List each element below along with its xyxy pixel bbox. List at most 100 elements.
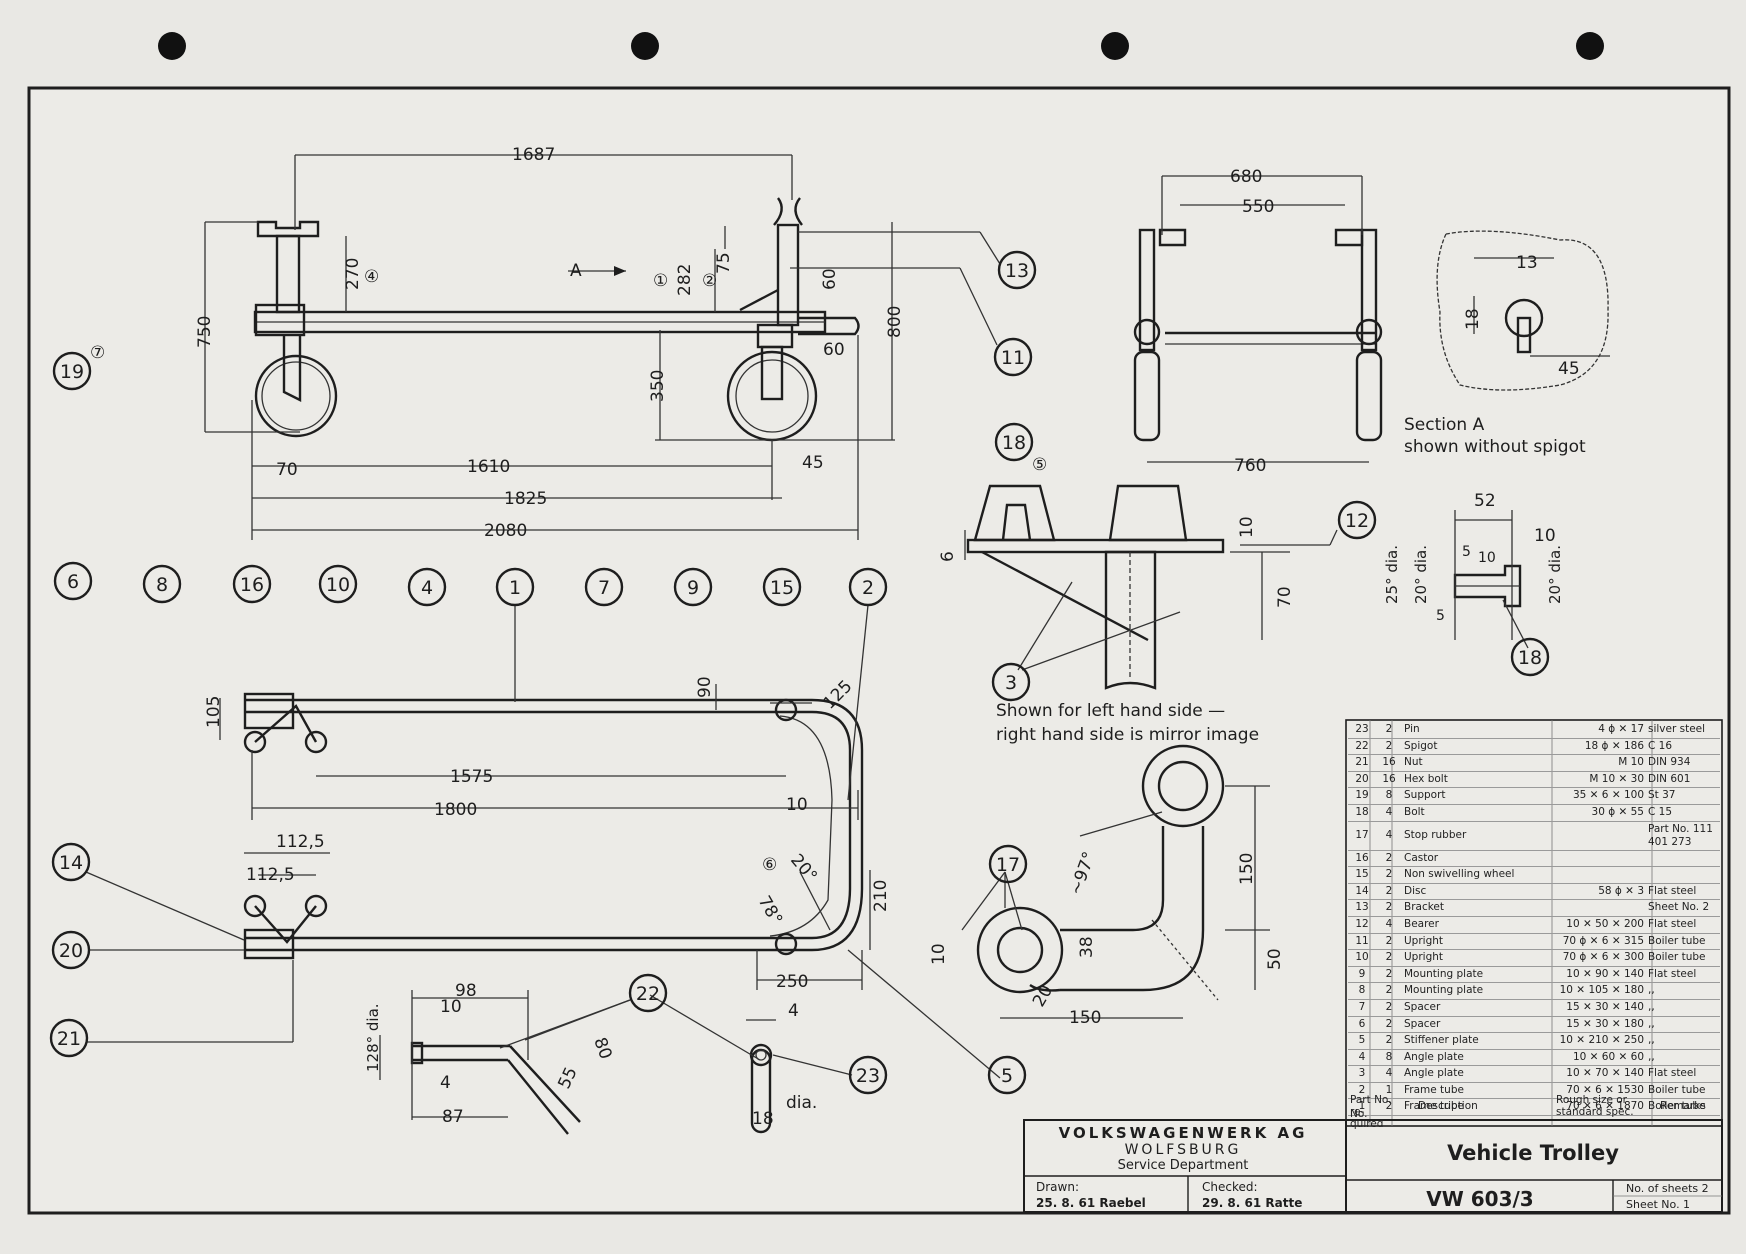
punch-hole-icon: [1101, 32, 1129, 60]
dim-1825: 1825: [504, 489, 547, 509]
note-2: ②: [702, 271, 717, 291]
header-description: Description: [1418, 1100, 1478, 1112]
callout-18-top: 18: [994, 422, 1034, 462]
dim-98: 98: [455, 981, 477, 1001]
dim-270: 270: [343, 258, 363, 290]
section-caption-1: Section A: [1404, 415, 1485, 435]
callout-15: 15: [762, 567, 802, 607]
svg-text:15: 15: [770, 577, 794, 599]
dim-70: 70: [276, 460, 298, 480]
part-description: Mounting plate: [1404, 967, 1484, 980]
part-description: Hex bolt: [1404, 772, 1448, 785]
part-size: M 10: [1618, 756, 1644, 769]
frame-plan-view: [85, 604, 1001, 1079]
part-no: 8: [1358, 984, 1366, 997]
callout-6: 6: [53, 561, 93, 601]
part-qty: 2: [1385, 739, 1393, 752]
dim-1800: 1800: [434, 800, 477, 820]
part-size: [1524, 867, 1646, 884]
title-block: VOLKSWAGENWERK AG WOLFSBURG Service Depa…: [1023, 1119, 1723, 1213]
part-description: Bolt: [1404, 805, 1425, 818]
part-no: 14: [1355, 884, 1369, 897]
part-size: 70 ✕ 6 ✕ 1530: [1566, 1083, 1644, 1096]
svg-text:22: 22: [636, 983, 660, 1005]
part-remarks: C 16: [1648, 739, 1673, 752]
part-no: 2: [1358, 1083, 1366, 1096]
svg-text:6: 6: [67, 571, 79, 593]
dim-60-upper: 60: [820, 268, 840, 290]
part-qty: 4: [1385, 917, 1393, 930]
part-qty: 2: [1385, 1017, 1393, 1030]
callout-21: 21: [49, 1018, 89, 1058]
part-size: [1524, 821, 1646, 850]
dim-4-pin: 4: [788, 1001, 799, 1021]
company-name: VOLKSWAGENWERK AG: [1059, 1124, 1308, 1142]
svg-text:8: 8: [156, 574, 168, 596]
part-qty: 4: [1385, 828, 1393, 841]
part-remarks: Flat steel: [1648, 1067, 1697, 1080]
part-qty: 16: [1382, 772, 1396, 785]
part-remarks: DIN 934: [1648, 756, 1691, 769]
header-no: No.: [1350, 1108, 1368, 1120]
part-size: 15 ✕ 30 ✕ 180: [1566, 1017, 1644, 1030]
dim-10-frame: 10: [786, 795, 808, 815]
part-description: Mounting plate: [1404, 984, 1484, 997]
callout-8: 8: [142, 564, 182, 604]
part-remarks: silver steel: [1648, 723, 1706, 735]
part-size: 10 ✕ 50 ✕ 200: [1566, 917, 1644, 930]
dim-10-angle: 10: [1478, 550, 1496, 566]
mirror-note-1: Shown for left hand side —: [996, 701, 1225, 721]
checked-value: 29. 8. 61 Ratte: [1202, 1196, 1302, 1210]
dim-87: 87: [442, 1107, 464, 1127]
callout-10: 10: [318, 564, 358, 604]
callout-16: 16: [232, 564, 272, 604]
part-remarks: Sheet No. 2: [1648, 901, 1710, 914]
svg-text:3: 3: [1005, 672, 1017, 694]
dim-10-bracket: 10: [929, 943, 949, 965]
svg-text:23: 23: [856, 1065, 880, 1087]
part-qty: 2: [1385, 984, 1393, 997]
callout-12: 12: [1337, 500, 1377, 540]
part-remarks: DIN 601: [1648, 772, 1691, 785]
dim-4-support: 4: [440, 1073, 451, 1093]
dim-6: 6: [938, 551, 958, 562]
part-description: Angle plate: [1404, 1067, 1464, 1080]
part-remarks: Boiler tube: [1648, 951, 1706, 964]
dim-75: 75: [714, 252, 734, 274]
callout-5: 5: [987, 1055, 1027, 1095]
part-description: Bearer: [1404, 917, 1439, 930]
dim-760: 760: [1234, 456, 1266, 476]
dim-20-dia-left: 20° dia.: [1412, 545, 1430, 604]
dim-2080: 2080: [484, 521, 527, 541]
part-no: 21: [1355, 756, 1369, 769]
part-remarks: ,,: [1648, 1050, 1655, 1063]
part-qty: 4: [1385, 805, 1393, 818]
mirror-note-2: right hand side is mirror image: [996, 725, 1259, 745]
company-dept: Service Department: [1118, 1158, 1249, 1173]
dim-112-5-bottom: 112,5: [246, 865, 295, 885]
part-description: Frame tube: [1404, 1083, 1464, 1096]
part-qty: 2: [1385, 951, 1393, 964]
part-no: 16: [1355, 851, 1369, 864]
part-size: 10 ✕ 60 ✕ 60: [1572, 1050, 1644, 1063]
part-size: 10 ✕ 70 ✕ 140: [1566, 1067, 1644, 1080]
part-no: 9: [1358, 967, 1366, 980]
part-size: 10 ✕ 105 ✕ 180: [1559, 984, 1644, 997]
dim-5-bottom: 5: [1436, 608, 1445, 624]
bolt-view: [1453, 510, 1529, 649]
company-city: WOLFSBURG: [1125, 1142, 1242, 1158]
part-remarks: ,,: [1648, 1034, 1655, 1047]
punch-hole-icon: [1576, 32, 1604, 60]
callout-20: 20: [51, 930, 91, 970]
